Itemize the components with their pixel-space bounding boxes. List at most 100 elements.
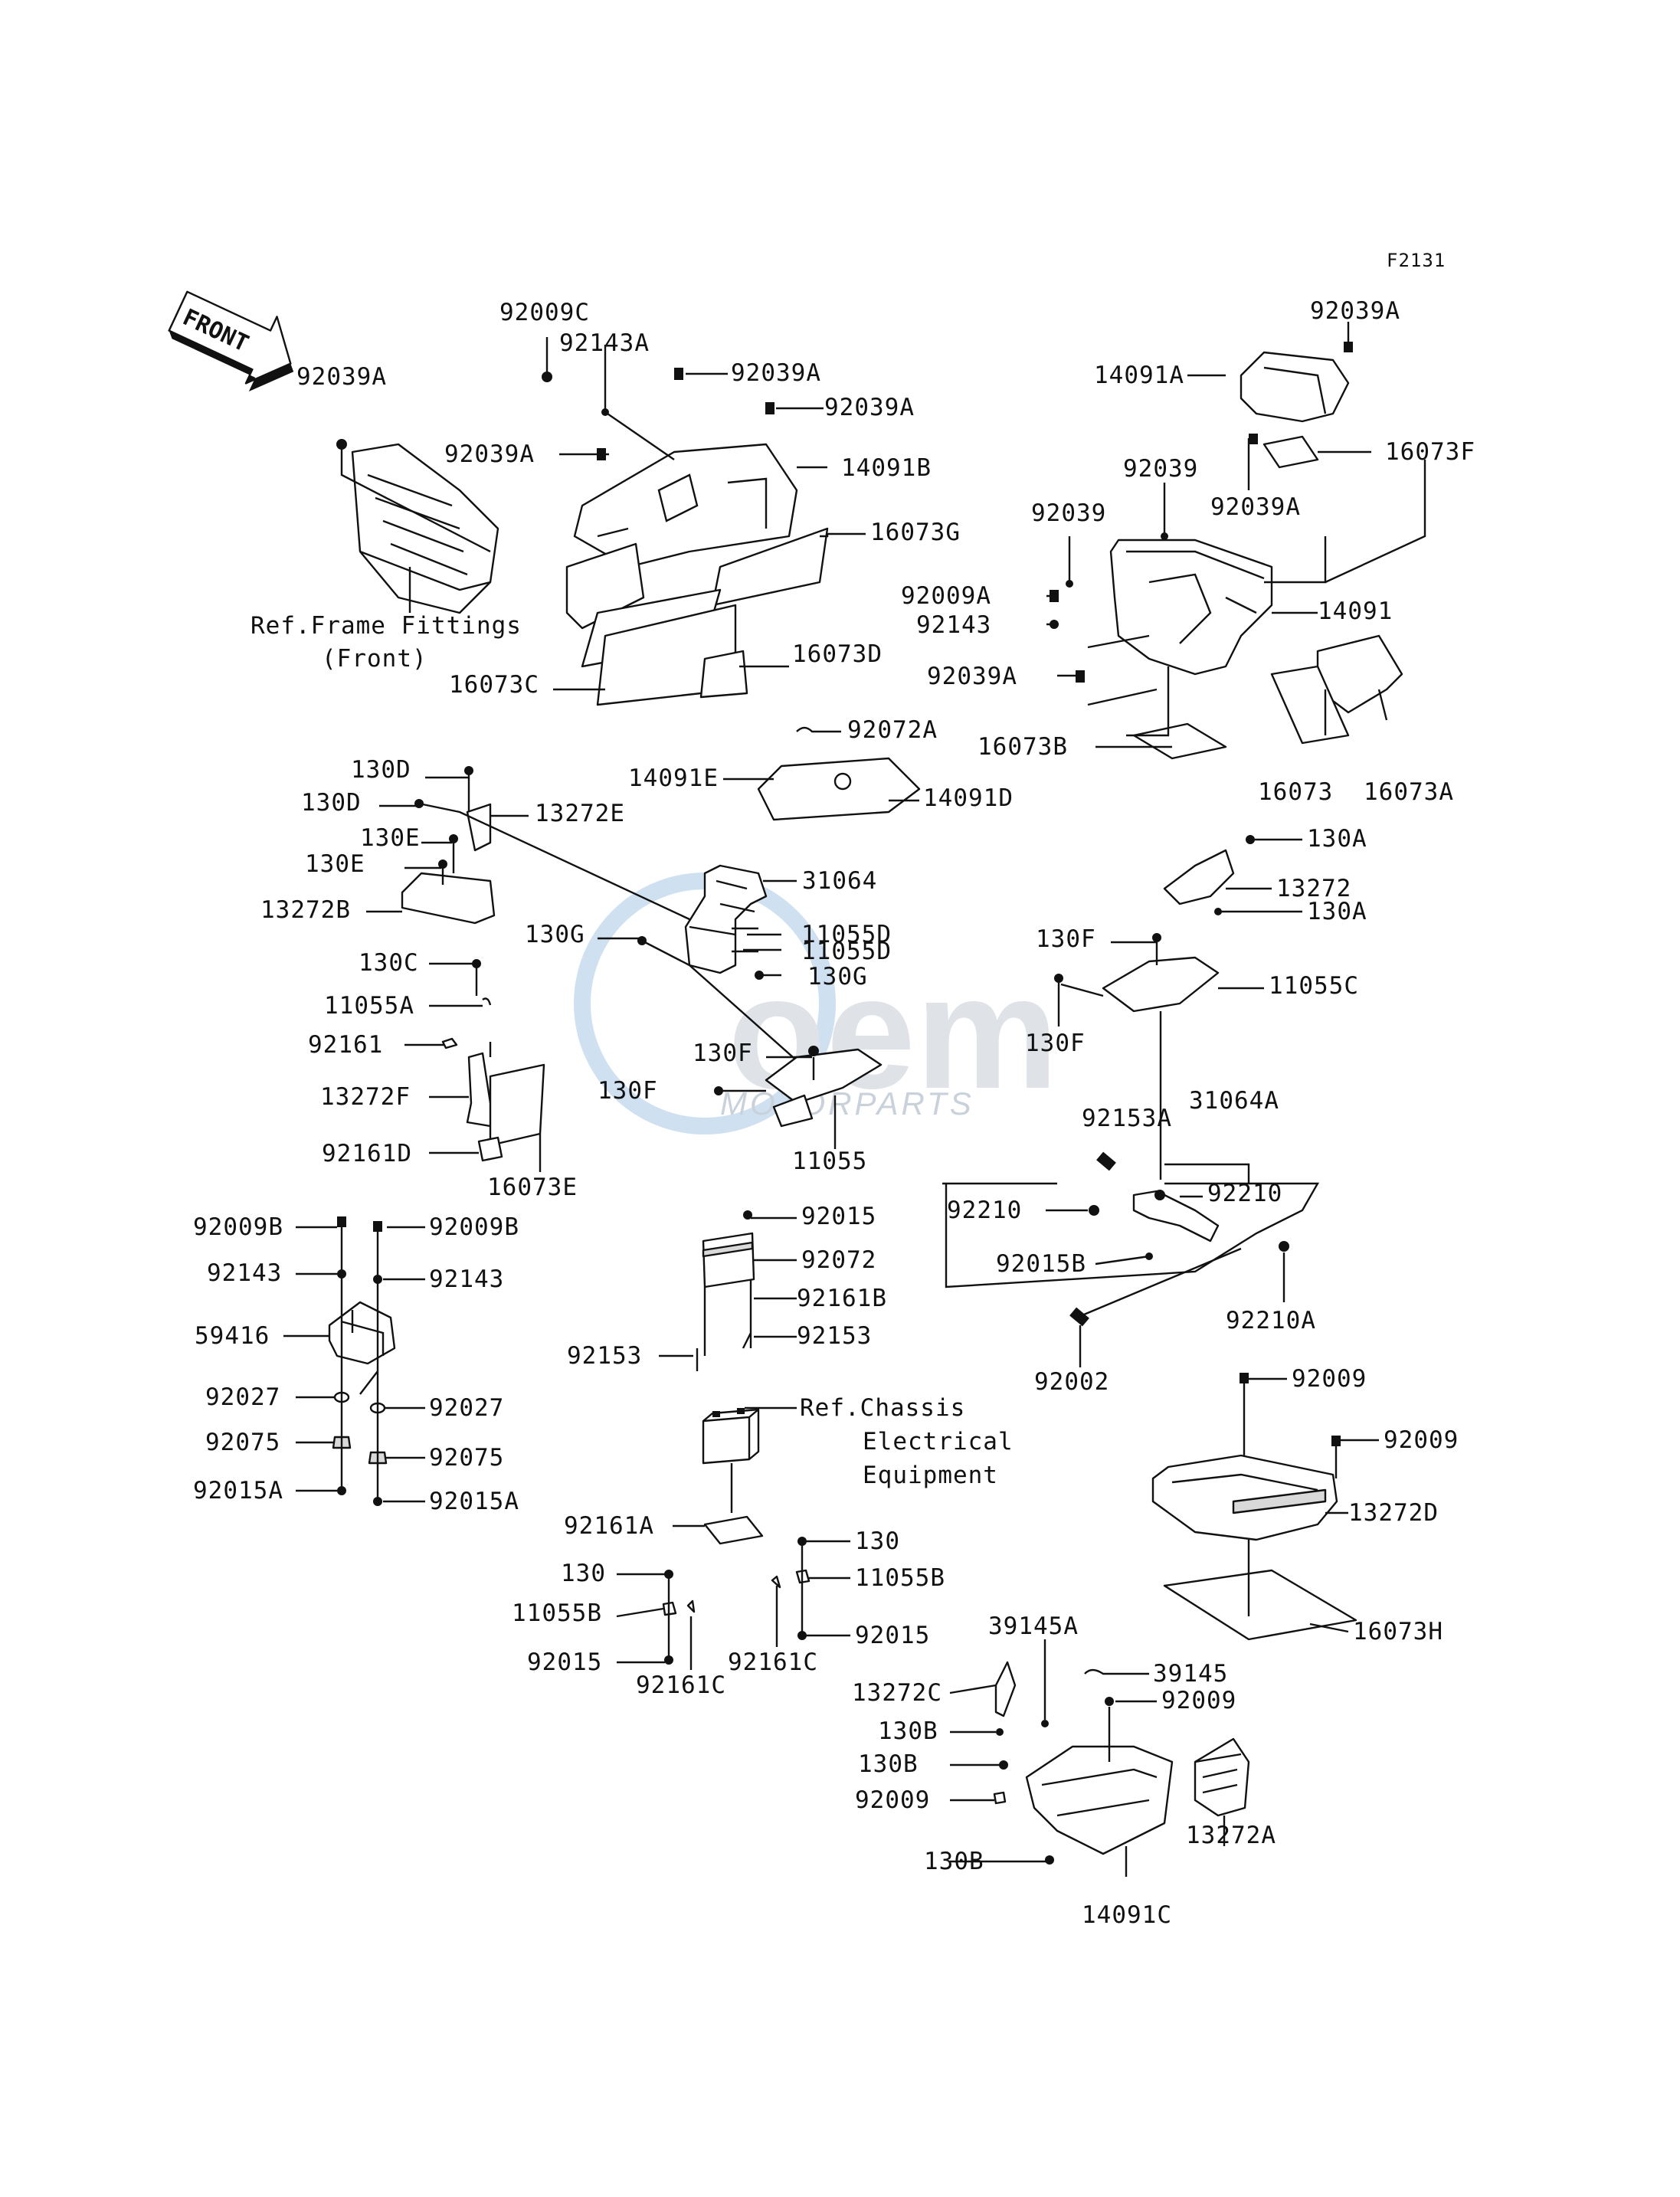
figure-id: F2131: [1387, 250, 1446, 271]
right-bracket-group: [942, 835, 1320, 1367]
bracket-11055c: [1102, 956, 1220, 1013]
label-11055b: 11055B: [855, 1564, 945, 1592]
bracket-13272e: [466, 803, 492, 852]
label-11055: 11055: [792, 1148, 867, 1175]
label-92027: 92027: [205, 1383, 280, 1411]
mat-16073h: [1163, 1569, 1357, 1641]
label-16073e: 16073E: [487, 1174, 578, 1201]
label-92015b: 92015B: [996, 1250, 1086, 1278]
label-130e: 130E: [360, 824, 421, 852]
label-130a: 130A: [1307, 898, 1367, 925]
cover-14091a: [1240, 351, 1350, 423]
label-92027: 92027: [429, 1394, 504, 1422]
front-arrow-icon: FRONT: [168, 290, 294, 392]
label-92015: 92015: [855, 1622, 930, 1649]
label-14091d: 14091D: [923, 784, 1014, 812]
label-92210: 92210: [947, 1197, 1022, 1224]
label-130f: 130F: [598, 1077, 658, 1105]
pad-92161a: [703, 1515, 764, 1545]
label-130f: 130F: [693, 1040, 753, 1067]
label-13272a: 13272A: [1186, 1822, 1276, 1849]
label-16073a: 16073A: [1364, 778, 1454, 806]
label-92143: 92143: [916, 611, 991, 639]
label-11055a: 11055A: [324, 992, 414, 1020]
label-92075: 92075: [429, 1444, 504, 1472]
label-92039: 92039: [1123, 455, 1198, 483]
label-92161b: 92161B: [797, 1285, 887, 1312]
label-92153: 92153: [797, 1322, 872, 1350]
bracket-31064: [684, 864, 768, 974]
label-130d: 130D: [351, 756, 411, 784]
label-13272f: 13272F: [320, 1083, 411, 1111]
label-92143a: 92143A: [559, 329, 650, 357]
label-130g: 130G: [525, 921, 585, 948]
label-92015: 92015: [527, 1649, 602, 1676]
label-92009: 92009: [1161, 1687, 1236, 1714]
label-16073h: 16073H: [1353, 1618, 1443, 1645]
guard-13272a: [1194, 1737, 1250, 1817]
label-14091c: 14091C: [1082, 1901, 1172, 1929]
label-92210a: 92210A: [1226, 1307, 1316, 1334]
label-16073c: 16073C: [449, 671, 539, 699]
cover-plate-group: [723, 726, 921, 821]
label-92039a: 92039A: [824, 394, 915, 421]
label-39145a: 39145A: [988, 1613, 1079, 1640]
label-130e: 130E: [305, 850, 365, 878]
ref-frame-fittings: Ref.Frame Fittings: [251, 612, 522, 640]
pad-16073e: [489, 1063, 545, 1147]
ref-chassis-equipment: Equipment: [863, 1462, 998, 1489]
label-13272: 13272: [1276, 875, 1351, 902]
label-16073b: 16073B: [978, 733, 1068, 761]
battery-bracket-group: [366, 766, 690, 1172]
bracket-13272c: [994, 1661, 1017, 1717]
ref-chassis: Ref.Chassis: [800, 1394, 965, 1422]
label-92161c: 92161C: [728, 1649, 818, 1676]
label-92009b: 92009B: [193, 1213, 283, 1241]
label-11055b: 11055B: [512, 1599, 602, 1627]
pad-16073f: [1262, 435, 1319, 469]
cover-14091b: [573, 443, 798, 568]
mat-16073b: [1132, 722, 1227, 760]
label-92039: 92039: [1031, 499, 1106, 527]
label-92015a: 92015A: [429, 1488, 519, 1515]
label-92039a: 92039A: [444, 440, 535, 468]
label-16073d: 16073D: [792, 640, 883, 668]
label-92009c: 92009C: [499, 299, 590, 326]
label-92015a: 92015A: [193, 1477, 283, 1505]
label-92039a: 92039A: [927, 663, 1017, 690]
cover-14091c: [1025, 1745, 1174, 1855]
side-duct-part: [351, 443, 499, 614]
label-92143: 92143: [429, 1265, 504, 1293]
mat-16073: [1270, 665, 1350, 745]
tray-59416-group: [283, 1216, 425, 1506]
label-130b: 130B: [858, 1750, 919, 1778]
label-92072a: 92072A: [847, 716, 938, 744]
label-31064a: 31064A: [1189, 1087, 1279, 1115]
label-92039a: 92039A: [731, 359, 821, 387]
label-39145: 39145: [1153, 1660, 1228, 1688]
label-92009: 92009: [1384, 1426, 1459, 1454]
bracket-31064-group: [598, 864, 883, 1149]
label-92161d: 92161D: [322, 1140, 412, 1167]
label-130f: 130F: [1025, 1030, 1086, 1057]
rear-cover-group: [1046, 322, 1426, 760]
label-92075: 92075: [205, 1429, 280, 1456]
ref-frame-fittings-front: (Front): [322, 645, 427, 673]
label-92161c: 92161C: [636, 1671, 726, 1699]
battery-group: [616, 1210, 850, 1670]
front-floor-cover-group: [336, 337, 866, 706]
label-92143: 92143: [207, 1259, 282, 1287]
label-130d: 130D: [301, 789, 362, 817]
label-92009a: 92009A: [901, 582, 991, 610]
label-11055d: 11055D: [801, 921, 892, 948]
label-130g: 130G: [807, 963, 868, 990]
label-130c: 130C: [359, 949, 419, 977]
ref-chassis-electrical: Electrical: [863, 1428, 1014, 1455]
label-11055d: 11055D: [801, 938, 892, 965]
cover-14091: [1109, 539, 1273, 676]
clip-92161: [441, 1037, 458, 1049]
label-92072: 92072: [801, 1246, 876, 1274]
label-16073: 16073: [1258, 778, 1333, 806]
label-130b: 130B: [878, 1717, 938, 1745]
